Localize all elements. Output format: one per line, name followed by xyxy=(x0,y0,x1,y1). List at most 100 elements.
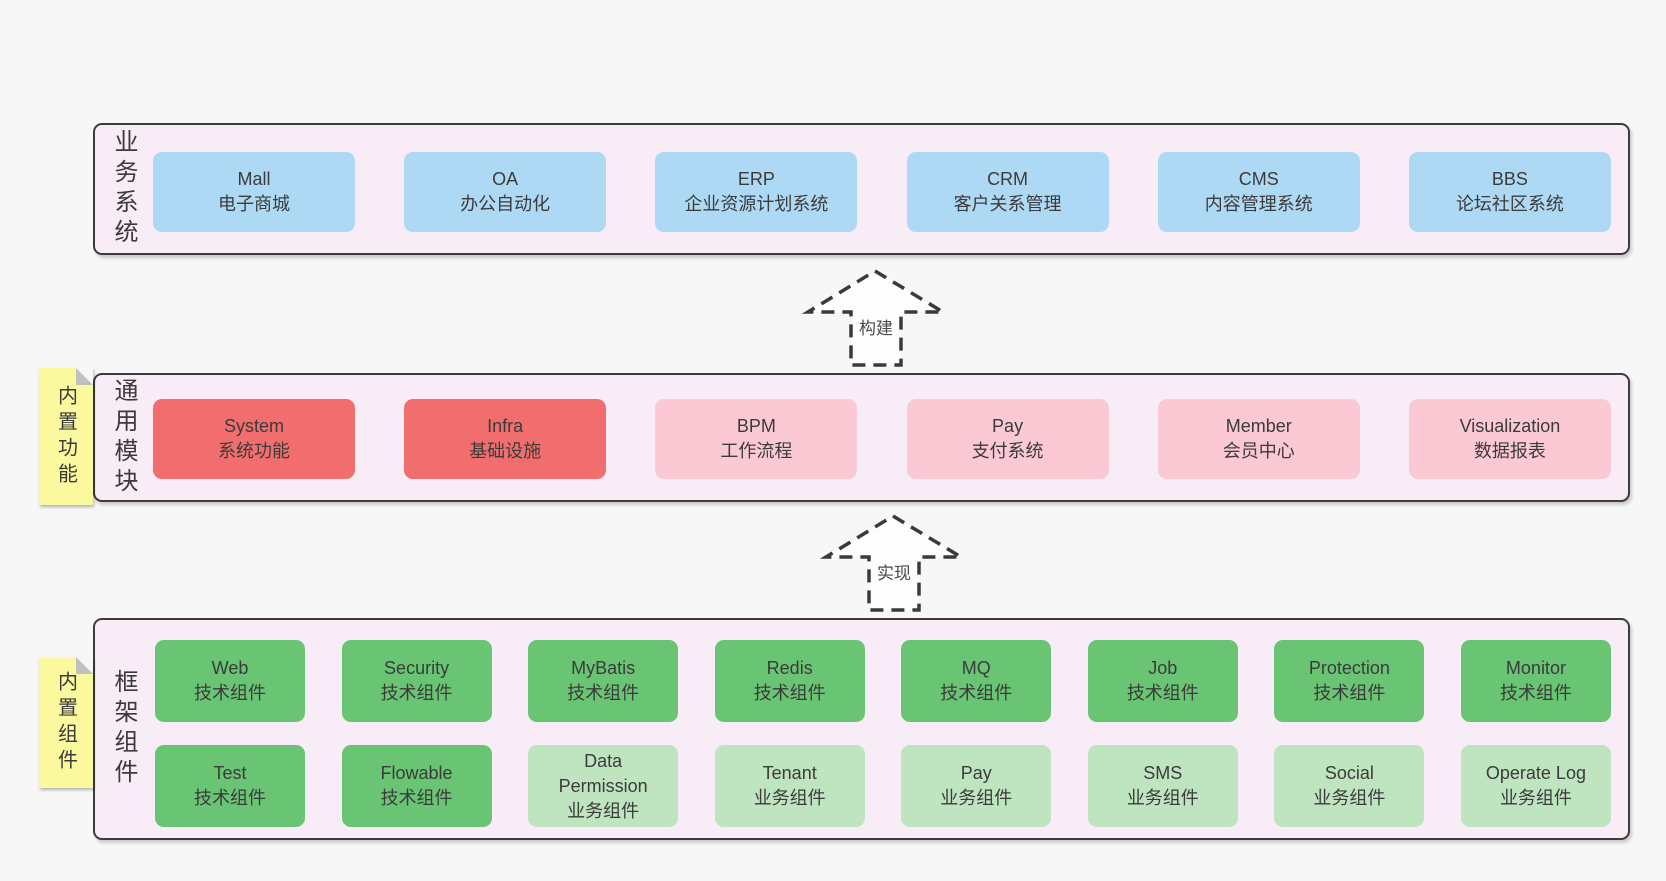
box-title: Mall xyxy=(237,169,271,189)
box-subtitle: 技术组件 xyxy=(1499,683,1572,703)
box-title: CMS xyxy=(1238,169,1279,189)
box-subtitle: 技术组件 xyxy=(1313,683,1386,703)
component-boxes-row-1: Web 技术组件 Security 技术组件 MyBatis 技术组件 Redi… xyxy=(155,640,1611,722)
folded-corner-icon xyxy=(76,657,93,674)
box-subtitle: 业务组件 xyxy=(1126,788,1199,808)
box-title: Social xyxy=(1324,763,1374,783)
box-title: Protection xyxy=(1308,658,1390,678)
diagram-box-member: Member 会员中心 xyxy=(1157,399,1360,479)
box-subtitle: 会员中心 xyxy=(1222,441,1295,461)
diagram-box-monitor: Monitor 技术组件 xyxy=(1460,640,1611,722)
box-subtitle: 技术组件 xyxy=(753,683,826,703)
box-title: BPM xyxy=(736,416,776,436)
diagram-box-cms: CMS 内容管理系统 xyxy=(1157,152,1360,232)
sticky-label: 内置功能 xyxy=(54,384,77,489)
diagram-box-visualization: Visualization 数据报表 xyxy=(1408,399,1611,479)
layer-framework-components: 框架组件 Web 技术组件 Security 技术组件 MyBatis 技术组件… xyxy=(93,618,1630,840)
diagram-box-flowable: Flowable 技术组件 xyxy=(341,745,492,827)
box-title: Visualization xyxy=(1459,416,1561,436)
diagram-box-bbs: BBS 论坛社区系统 xyxy=(1408,152,1611,232)
box-title: SMS xyxy=(1143,763,1183,783)
diagram-box-social: Social 业务组件 xyxy=(1274,745,1425,827)
diagram-box-mq: MQ 技术组件 xyxy=(901,640,1052,722)
layer-label-common-modules: 通用模块 xyxy=(110,377,137,498)
box-title: Tenant xyxy=(762,763,817,783)
diagram-box-mall: Mall 电子商城 xyxy=(153,152,355,232)
box-subtitle: 企业资源计划系统 xyxy=(684,194,829,214)
box-subtitle: 业务组件 xyxy=(753,788,826,808)
box-title: Security xyxy=(384,658,450,678)
layer-label-business-systems: 业务系统 xyxy=(110,129,137,249)
box-subtitle: 支付系统 xyxy=(971,441,1044,461)
box-title: Redis xyxy=(766,658,813,678)
box-subtitle: 工作流程 xyxy=(720,441,793,461)
box-subtitle: 电子商城 xyxy=(218,194,290,214)
layer-business-systems: 业务系统 Mall 电子商城 OA 办公自动化 ERP 企业资源计划系统 CRM… xyxy=(93,123,1630,255)
sticky-note-builtin-features: 内置功能 xyxy=(39,368,93,505)
box-title: System xyxy=(223,416,284,436)
box-title: Monitor xyxy=(1505,658,1566,678)
box-subtitle: 业务组件 xyxy=(1313,788,1386,808)
box-subtitle: 数据报表 xyxy=(1473,441,1546,461)
business-boxes-row: Mall 电子商城 OA 办公自动化 ERP 企业资源计划系统 CRM 客户关系… xyxy=(153,152,1611,232)
box-title: Flowable xyxy=(380,763,453,783)
box-title: OA xyxy=(492,169,519,189)
module-boxes-row: System 系统功能 Infra 基础设施 BPM 工作流程 Pay 支付系统… xyxy=(153,399,1611,479)
box-subtitle: 技术组件 xyxy=(194,683,266,703)
box-title: Infra xyxy=(487,416,524,436)
diagram-box-operate-log: Operate Log 业务组件 xyxy=(1460,745,1611,827)
diagram-box-sms: SMS 业务组件 xyxy=(1087,745,1238,827)
box-title: BBS xyxy=(1491,169,1528,189)
box-subtitle: 论坛社区系统 xyxy=(1455,194,1564,214)
sticky-note-builtin-components: 内置组件 xyxy=(39,657,93,788)
diagram-box-crm: CRM 客户关系管理 xyxy=(906,152,1109,232)
box-subtitle: 技术组件 xyxy=(194,788,266,808)
box-title: MyBatis xyxy=(571,658,636,678)
diagram-box-redis: Redis 技术组件 xyxy=(714,640,865,722)
diagram-box-tenant: Tenant 业务组件 xyxy=(714,745,865,827)
box-subtitle: 业务组件 xyxy=(567,800,640,821)
sticky-label: 内置组件 xyxy=(54,670,77,775)
box-subtitle: 技术组件 xyxy=(1126,683,1199,703)
box-title: ERP xyxy=(737,169,775,189)
box-subtitle: 系统功能 xyxy=(218,441,290,461)
layer-common-modules: 通用模块 System 系统功能 Infra 基础设施 BPM 工作流程 Pay… xyxy=(93,373,1630,502)
diagram-box-pay-system: Pay 支付系统 xyxy=(906,399,1109,479)
layer-label-framework-components: 框架组件 xyxy=(110,669,137,789)
box-subtitle: 业务组件 xyxy=(1499,788,1572,808)
diagram-box-mybatis: MyBatis 技术组件 xyxy=(528,640,679,722)
box-subtitle: 技术组件 xyxy=(380,788,453,808)
dashed-up-arrow-build: 构建 xyxy=(801,268,950,368)
box-subtitle: 内容管理系统 xyxy=(1204,194,1313,214)
diagram-box-bpm: BPM 工作流程 xyxy=(655,399,858,479)
box-subtitle: 办公自动化 xyxy=(460,194,551,214)
arrow-label-build: 构建 xyxy=(856,314,896,339)
component-boxes-row-2: Test 技术组件 Flowable 技术组件 Data Permission … xyxy=(155,745,1611,827)
box-subtitle: 技术组件 xyxy=(567,683,640,703)
diagram-box-protection: Protection 技术组件 xyxy=(1274,640,1425,722)
arrow-label-implement: 实现 xyxy=(874,559,914,584)
box-title: Test xyxy=(213,763,247,783)
dashed-up-arrow-implement: 实现 xyxy=(819,513,968,613)
box-title: Web xyxy=(211,658,249,678)
box-subtitle: 技术组件 xyxy=(940,683,1013,703)
box-title: Pay xyxy=(960,763,992,783)
diagram-box-pay-component: Pay 业务组件 xyxy=(901,745,1052,827)
box-title: Pay xyxy=(992,416,1024,436)
diagram-box-security: Security 技术组件 xyxy=(341,640,492,722)
diagram-box-data-permission: Data Permission 业务组件 xyxy=(528,745,679,827)
box-title: Job xyxy=(1148,658,1178,678)
diagram-box-system: System 系统功能 xyxy=(153,399,355,479)
diagram-box-job: Job 技术组件 xyxy=(1087,640,1238,722)
box-title: CRM xyxy=(987,169,1029,189)
box-subtitle: 基础设施 xyxy=(469,441,542,461)
box-subtitle: 技术组件 xyxy=(380,683,453,703)
folded-corner-icon xyxy=(76,368,93,385)
diagram-box-infra: Infra 基础设施 xyxy=(404,399,607,479)
box-title: MQ xyxy=(961,658,991,678)
box-title: Operate Log xyxy=(1485,763,1586,783)
box-title: Member xyxy=(1225,416,1292,436)
diagram-box-web: Web 技术组件 xyxy=(155,640,305,722)
diagram-box-test: Test 技术组件 xyxy=(155,745,305,827)
box-subtitle: 业务组件 xyxy=(940,788,1013,808)
